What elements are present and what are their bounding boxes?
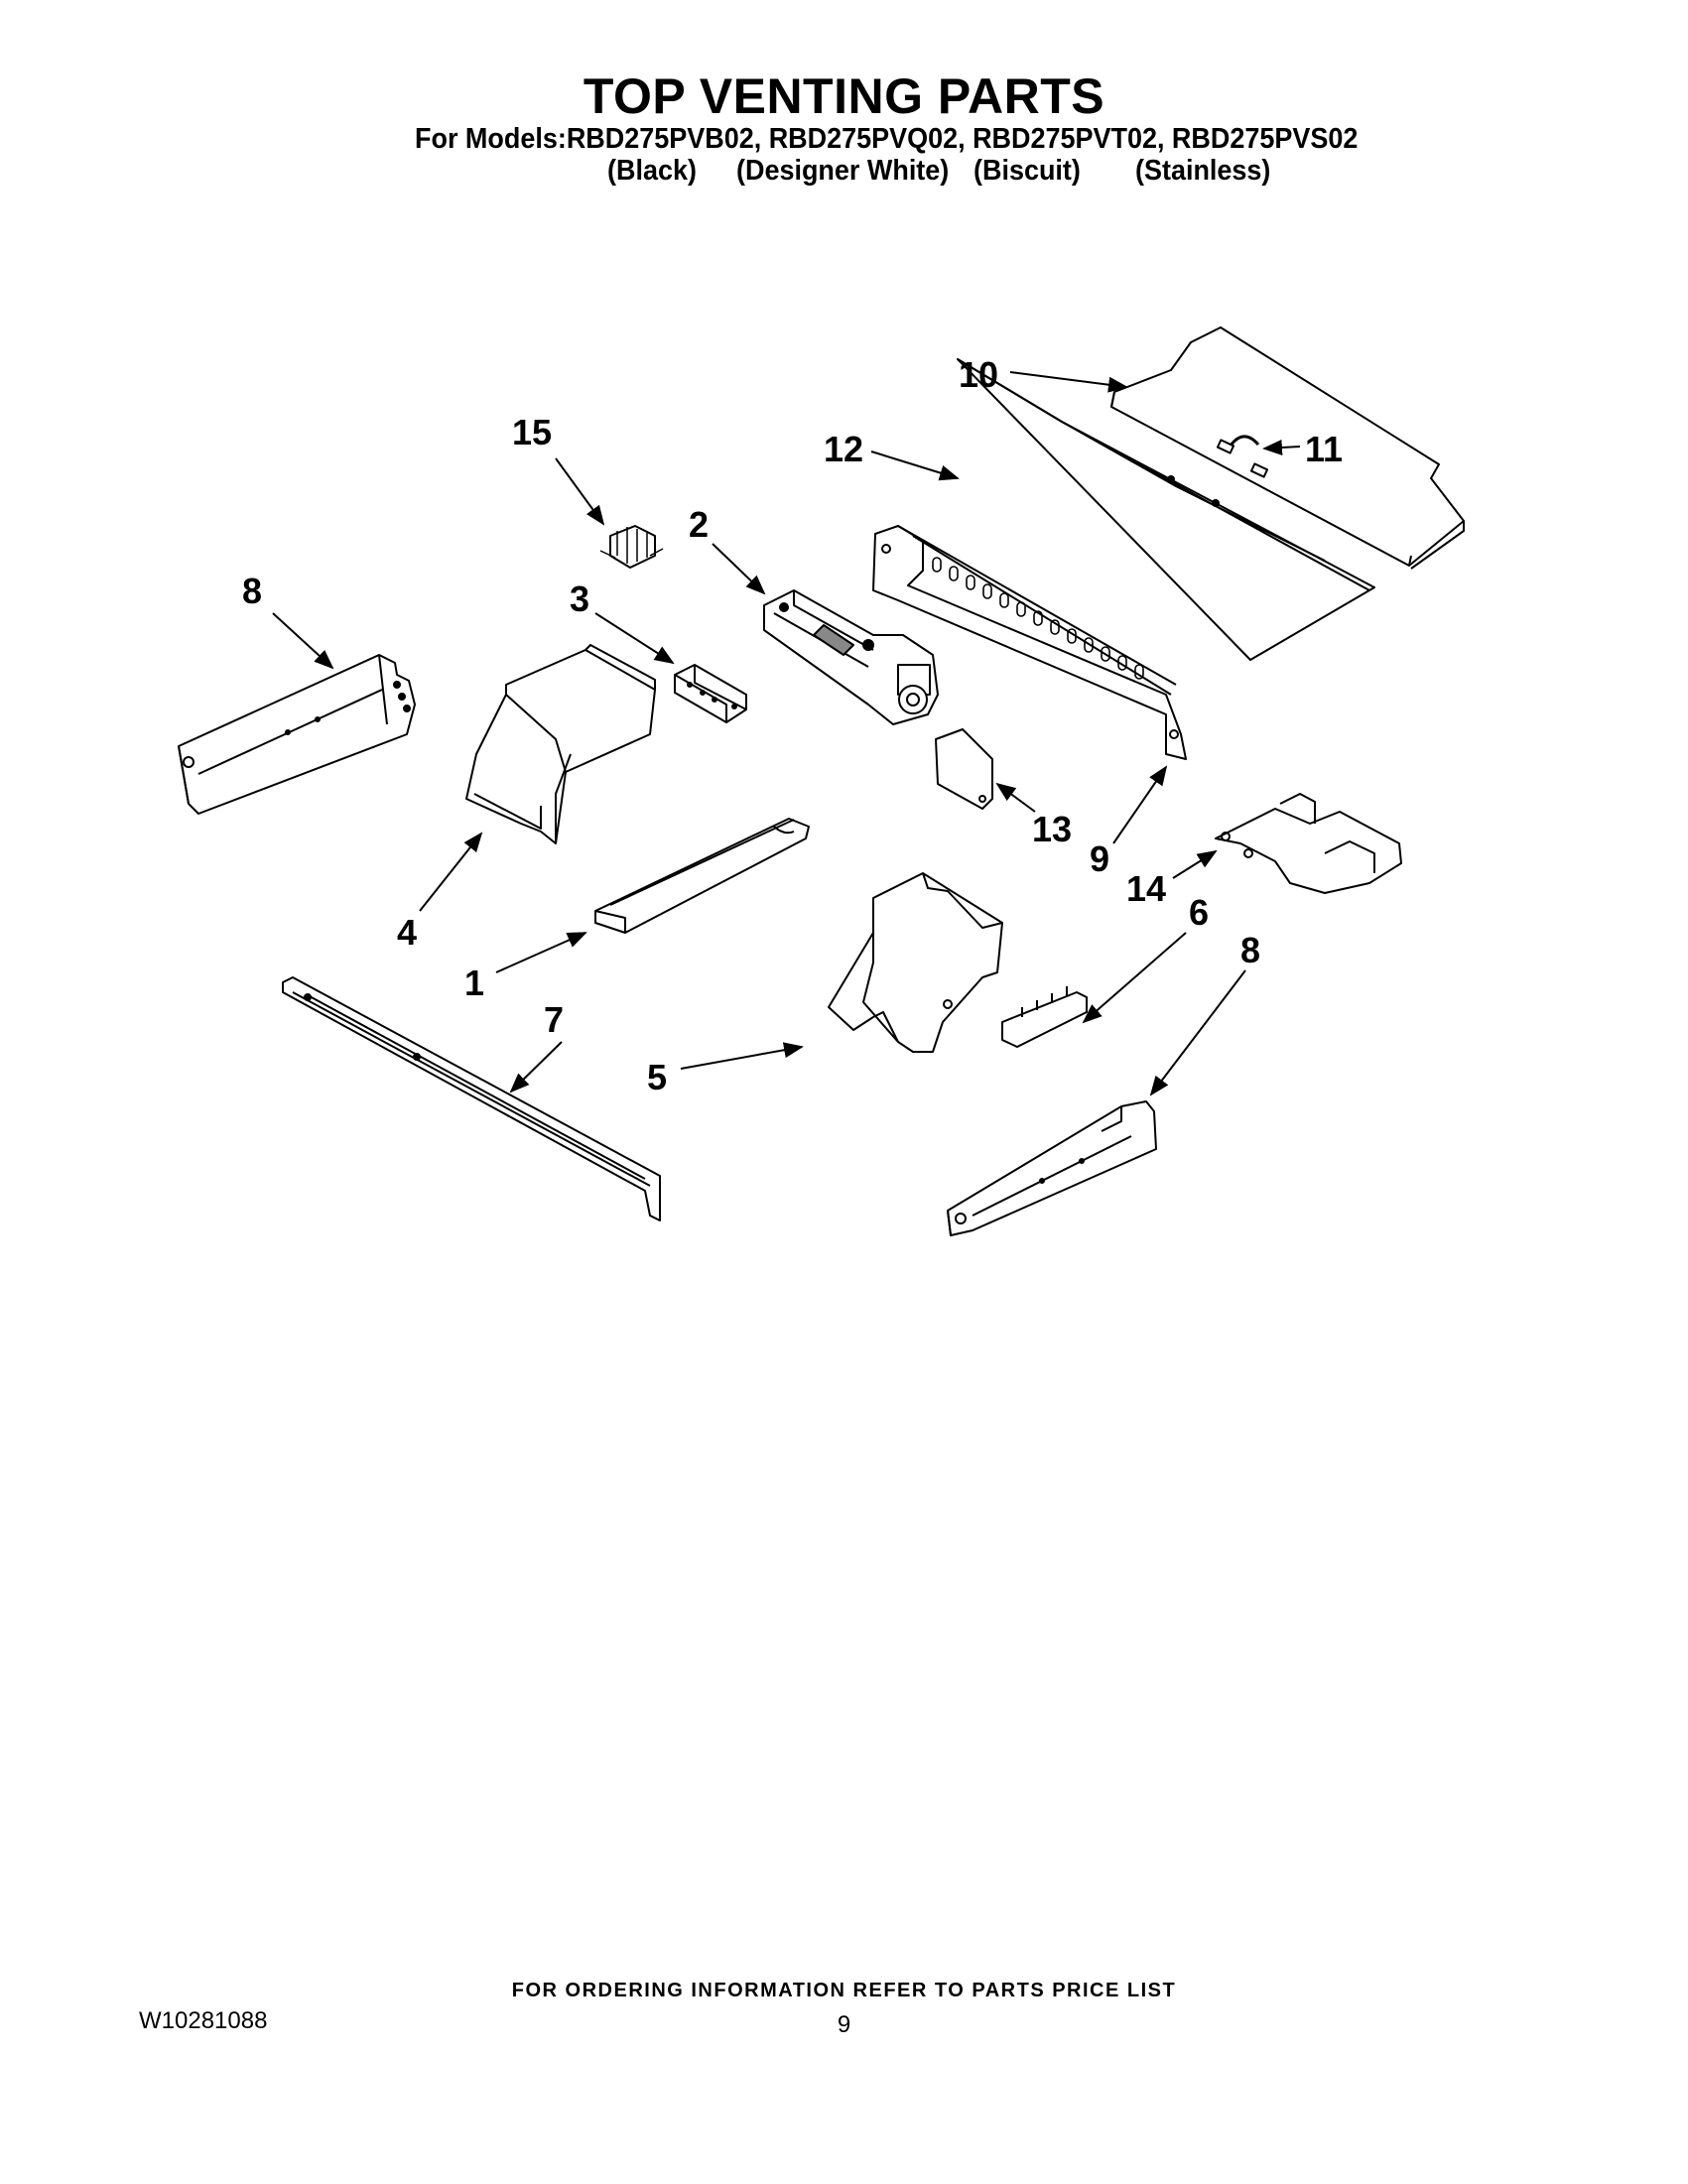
document-number: W10281088 [139,2007,268,2034]
callout-14: 14 [1126,868,1166,909]
leader-2 [712,543,766,595]
callout-6: 6 [1189,892,1209,933]
page-number: 9 [837,2011,851,2038]
leader-10 [1009,371,1128,393]
finish-designer-white: (Designer White) [736,155,950,187]
callout-10: 10 [959,354,998,395]
leader-7 [509,1041,563,1093]
page-title: TOP VENTING PARTS [583,68,1105,124]
callout-11: 11 [1305,429,1343,469]
leader-9 [1112,765,1168,844]
callout-12: 12 [824,429,863,469]
leader-13 [995,782,1036,813]
callout-4: 4 [397,912,417,953]
side-bracket-left-part-8 [178,654,416,815]
callout-2: 2 [689,504,709,545]
callout-1: 1 [464,963,484,1003]
callout-15: 15 [512,412,552,452]
leader-4 [419,832,483,912]
clip-part-11 [1216,435,1269,478]
leader-15 [555,457,605,526]
finish-biscuit: (Biscuit) [974,155,1081,187]
terminal-block-part-3 [674,664,747,723]
leader-1 [495,932,587,973]
leader-6 [1082,932,1187,1024]
transformer-part-15 [599,525,664,569]
finish-black: (Black) [607,155,697,187]
finish-stainless: (Stainless) [1135,155,1271,187]
gasket-pad-part-13 [935,728,993,810]
leader-8-left [272,612,334,670]
leader-5 [680,1042,804,1070]
ordering-note: FOR ORDERING INFORMATION REFER TO PARTS … [511,1980,1177,2001]
rear-bracket-part-9 [872,525,1187,760]
leader-12 [870,450,960,481]
vent-duct-part-4 [465,644,656,844]
fan-mount-bracket-part-14 [1215,793,1402,894]
models-line: For Models:RBD275PVB02, RBD275PVQ02, RBD… [415,123,1359,155]
vent-motor-assembly-part-2 [763,589,939,725]
callout-9: 9 [1090,838,1109,879]
deflector-sheet-part-12 [957,358,1375,661]
leader-8-right [1149,969,1246,1096]
leader-11 [1262,440,1301,455]
side-bracket-right-part-8 [947,1100,1157,1236]
filter-channel-part-1 [594,818,810,934]
callout-3: 3 [570,578,589,619]
callout-8-left: 8 [242,571,262,611]
leader-3 [594,612,675,665]
front-rail-part-7 [282,976,661,1221]
callout-13: 13 [1032,809,1072,849]
duct-cradle-part-5 [828,872,1003,1053]
terminal-strip-part-6 [1001,986,1088,1048]
callout-8-right: 8 [1240,930,1260,970]
callout-5: 5 [647,1057,667,1097]
leader-14 [1172,849,1218,879]
callout-7: 7 [544,999,564,1040]
